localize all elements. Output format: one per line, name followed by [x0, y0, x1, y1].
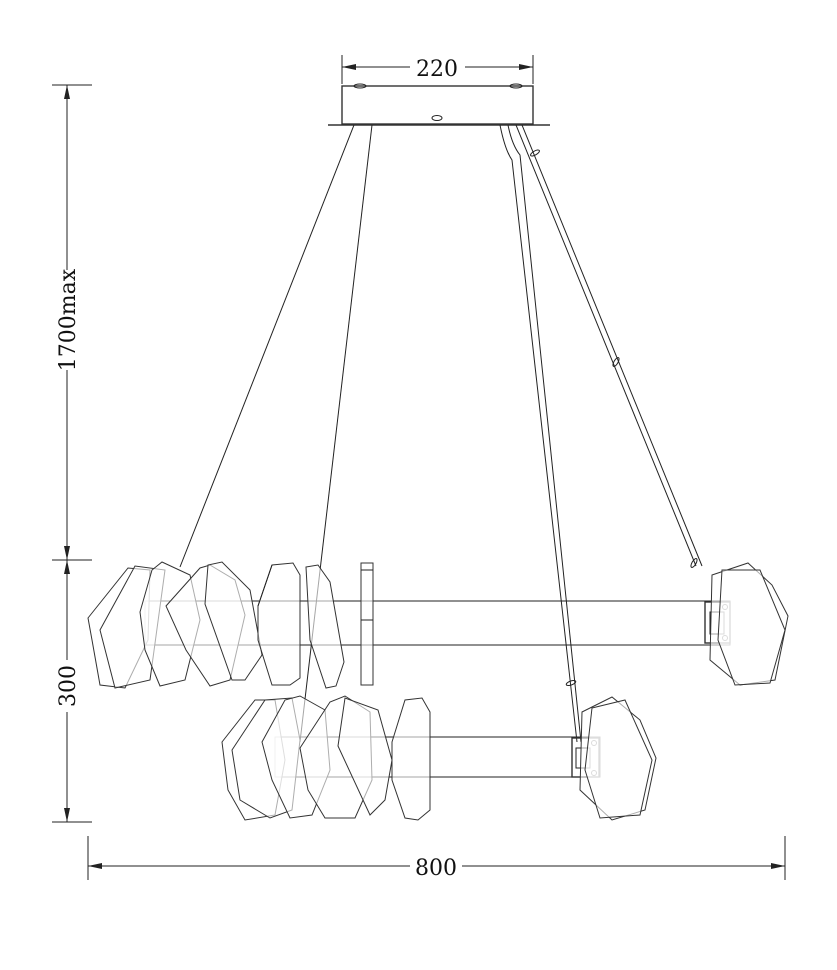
- upper-crystals: [87, 561, 789, 689]
- dimension-height: 1700max 300: [52, 84, 92, 823]
- ceiling-canopy: [328, 83, 550, 126]
- dimension-canopy-width: 220: [341, 55, 534, 84]
- overall-width-label: 800: [415, 856, 457, 881]
- max-height-label: 1700max: [56, 268, 81, 371]
- canopy-width-label: 220: [416, 57, 458, 82]
- dimension-overall-width: 800: [87, 836, 786, 881]
- lower-crystals: [221, 695, 657, 821]
- body-height-label: 300: [56, 665, 81, 707]
